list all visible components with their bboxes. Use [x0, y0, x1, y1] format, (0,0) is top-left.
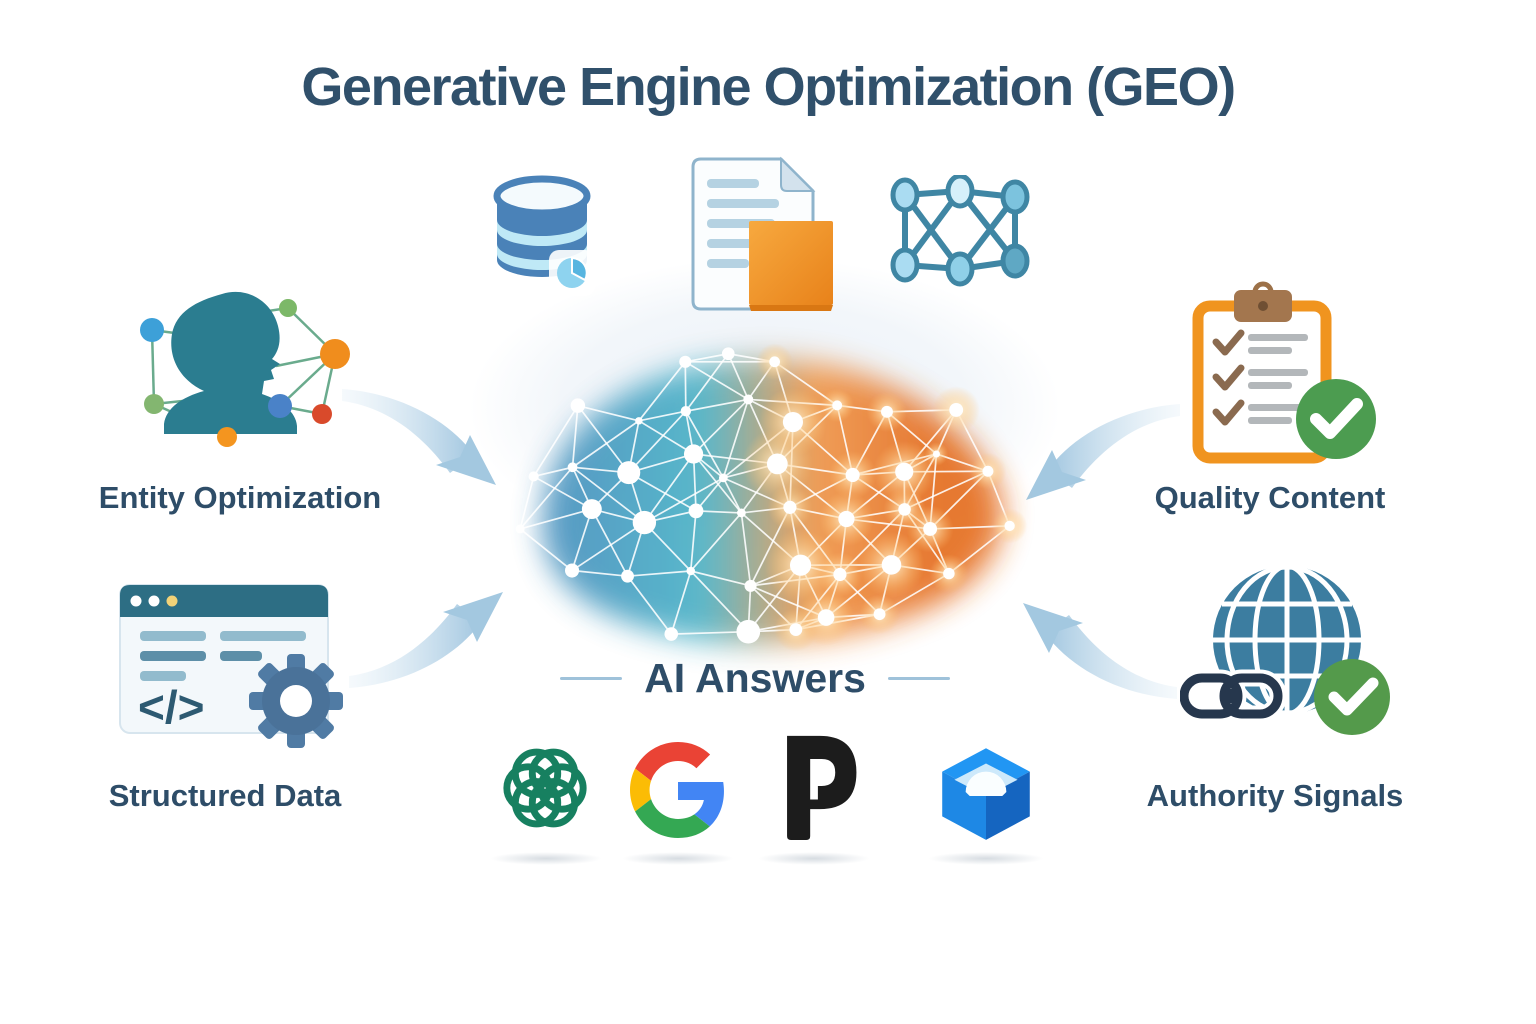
database-icon [487, 168, 599, 300]
logo-shadow [758, 852, 870, 865]
arrow-structured-to-brain [349, 592, 503, 688]
openai-logo [492, 733, 598, 843]
page-title: Generative Engine Optimization (GEO) [301, 57, 1236, 117]
checklist-clipboard-icon [1186, 280, 1386, 472]
google-logo [630, 742, 726, 838]
document-icon [685, 155, 845, 317]
right-dash [887, 676, 950, 680]
code-glyph: </> [138, 681, 205, 733]
globe-link-check-icon [1180, 560, 1398, 742]
logo-shadow [622, 852, 734, 865]
authority-signals-label: Authority Signals [1146, 778, 1404, 813]
network-graph-icon [885, 175, 1035, 287]
logo-shadow [928, 852, 1044, 865]
arrow-quality-to-brain [1026, 404, 1180, 500]
ai-answers-banner: AI Answers [520, 648, 990, 708]
quality-content-label: Quality Content [1154, 480, 1386, 515]
perplexity-logo [762, 726, 868, 848]
structured-data-label: Structured Data [108, 778, 342, 813]
ai-cube-logo [930, 738, 1042, 848]
network-brain-icon [515, 343, 1028, 652]
ai-answers-label: AI Answers [644, 654, 866, 701]
person-knowledge-graph-icon [130, 282, 370, 504]
left-dash [560, 676, 623, 680]
logo-shadow [490, 852, 602, 865]
arrow-entity-to-brain [342, 389, 496, 485]
browser-code-gear-icon: </> [118, 583, 358, 751]
gear-icon [249, 654, 343, 748]
arrow-authority-to-brain [1023, 603, 1177, 699]
entity-optimization-label: Entity Optimization [98, 480, 382, 515]
chain-link-icon [1180, 669, 1287, 723]
